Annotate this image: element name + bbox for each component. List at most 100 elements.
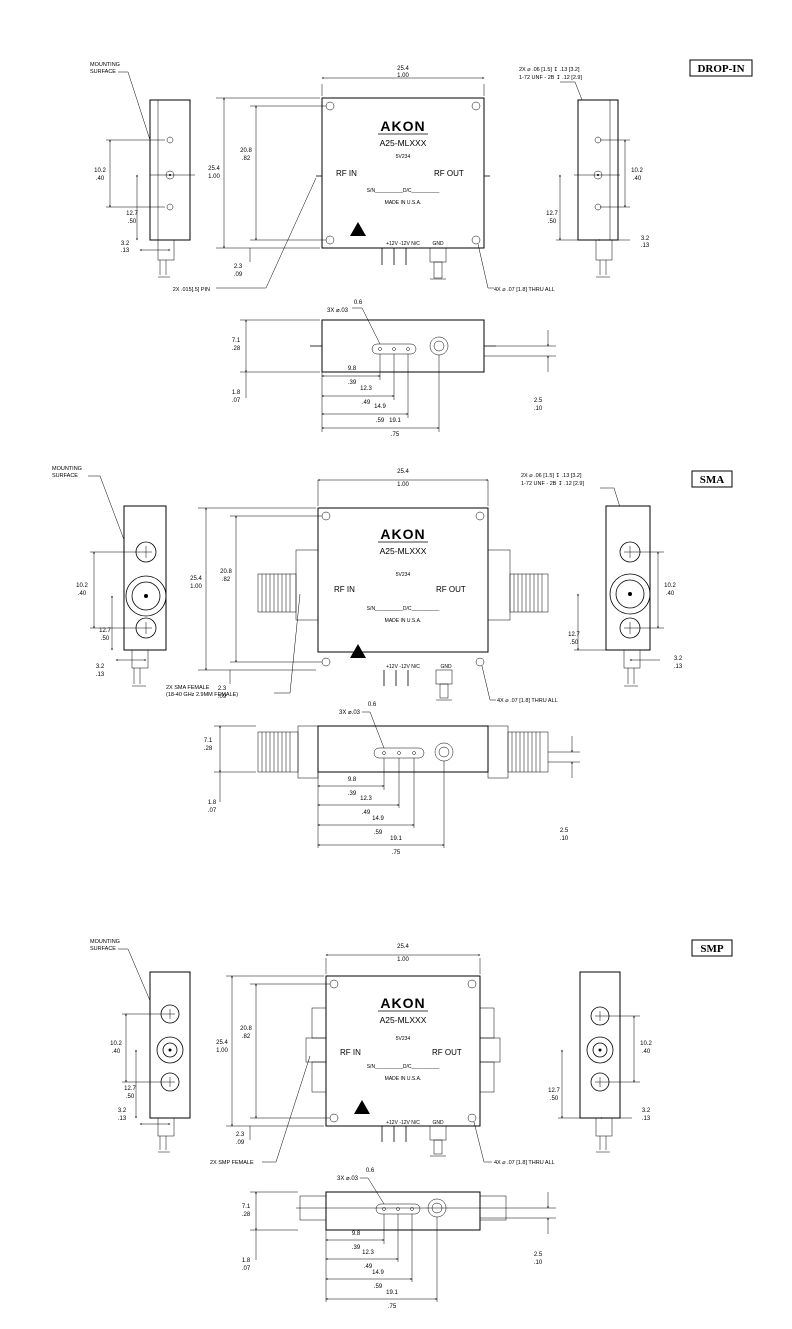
thread-note: 1-72 UNF - 2B ↧ .12 [2.9] (519, 74, 582, 81)
dim-side-span-in: .40 (96, 176, 105, 182)
view-tag: DROP-IN (689, 59, 753, 77)
dim-pin-dia-in: 3X ⌀.03 (337, 1176, 359, 1182)
code-label: 5V234 (396, 572, 411, 578)
pins-label: +12V -12V N/C (386, 241, 420, 247)
dim-pin1-in: .39 (352, 1245, 361, 1251)
dim-pin-dia-in: 3X ⌀.03 (339, 710, 361, 716)
dim-gnd-mm: 19.1 (390, 836, 402, 842)
serial-field: S/N__________D/C__________ (367, 1064, 440, 1070)
dim-side-span-mm: 10.2 (94, 168, 106, 174)
dim-pin2-mm: 12.3 (360, 796, 372, 802)
dim-pin-dia-in: 3X ⌀.03 (327, 308, 349, 314)
dim-pin1-in: .39 (348, 791, 357, 797)
hole-note: 2X ⌀ .06 [1.5] ↧ .13 [3.2] (519, 66, 580, 73)
dim-side-half-mm: 12.7 (548, 1088, 560, 1094)
dim-side-edge-in: .13 (121, 248, 130, 254)
dim-pin1-mm: 9.8 (348, 366, 357, 372)
dim-gnd-mm: 19.1 (386, 1290, 398, 1296)
brand-logo: AKON (380, 526, 425, 542)
dim-bottom-base-mm: 1.8 (242, 1258, 251, 1264)
dim-width-in: 1.00 (397, 957, 409, 963)
dim-side-edge-mm: 3.2 (121, 241, 130, 247)
dim-side-half-in: .50 (570, 640, 579, 646)
mounting-surface-label: SURFACE (90, 946, 116, 952)
dim-bottom-height-in: .28 (204, 746, 213, 752)
dim-gnd-in: .75 (388, 1304, 397, 1310)
dim-pin-offset-in: .09 (234, 272, 243, 278)
dim-pin1-mm: 9.8 (352, 1231, 361, 1237)
dim-gnd-in: .75 (392, 850, 401, 856)
dim-side-half-mm: 12.7 (126, 211, 138, 217)
mounting-surface-label: MOUNTING (90, 939, 120, 945)
dim-side-half-in: .50 (548, 219, 557, 225)
view-tag-label: SMP (700, 943, 724, 955)
dim-rf-height-mm: 2.5 (534, 1252, 543, 1258)
top-view: AKON A25-MLXXX 5V234 RF IN RF OUT S/N___… (166, 469, 558, 704)
dim-hole-span-mm: 20.8 (240, 148, 252, 154)
connector-note: 2X .015[.5] PIN (173, 287, 210, 293)
brand-logo: AKON (380, 995, 425, 1011)
dim-side-edge-in: .13 (674, 664, 683, 670)
dim-hole-span-mm: 20.8 (240, 1026, 252, 1032)
dim-bottom-height-mm: 7.1 (204, 738, 213, 744)
rf-out-label: RF OUT (432, 1048, 462, 1057)
dim-height-mm: 25.4 (208, 166, 220, 172)
dim-pin1-mm: 9.8 (348, 777, 357, 783)
serial-field: S/N__________D/C__________ (367, 606, 440, 612)
model-label: A25-MLXXX (380, 546, 427, 556)
smp-section: SMP MOUNTING SURFACE 10.2 .40 12.7 (90, 939, 733, 1310)
origin-label: MADE IN U.S.A. (385, 200, 422, 206)
dim-pin1-in: .39 (348, 380, 357, 386)
top-view: AKON A25-MLXXX 5V234 RF IN RF OUT S/N___… (210, 944, 555, 1166)
dim-pin2-in: .49 (364, 1264, 373, 1270)
dim-bottom-base-in: .07 (208, 808, 217, 814)
dim-hole-span-in: .82 (242, 1034, 251, 1040)
dim-width-in: 1.00 (397, 482, 409, 488)
esd-warning-icon (354, 1100, 370, 1114)
dim-pin-offset-mm: 2.3 (236, 1132, 245, 1138)
thread-note: 1-72 UNF - 2B ↧ .12 [2.9] (521, 480, 584, 487)
origin-label: MADE IN U.S.A. (385, 1076, 422, 1082)
dim-side-span-in: .40 (633, 176, 642, 182)
dim-bottom-height-mm: 7.1 (232, 338, 241, 344)
dim-side-half-in: .50 (128, 219, 137, 225)
dim-side-span-in: .40 (666, 591, 675, 597)
gnd-label: GND (432, 241, 444, 247)
dim-bottom-height-in: .28 (242, 1212, 251, 1218)
right-side-view: 2X ⌀ .06 [1.5] ↧ .13 [3.2] 1-72 UNF - 2B… (519, 66, 650, 278)
serial-field: S/N__________D/C__________ (367, 188, 440, 194)
dim-pin2-in: .49 (362, 810, 371, 816)
dim-side-half-in: .50 (550, 1096, 559, 1102)
gnd-label: GND (440, 664, 452, 670)
dim-pin3-mm: 14.9 (374, 404, 386, 410)
left-side-view: MOUNTING SURFACE 10.2 .40 12.7 .50 3.2 (90, 939, 191, 1153)
connector-note-2: (18-40 GHz 2.9MM FEMALE) (166, 692, 238, 698)
code-label: 5V234 (396, 1036, 411, 1042)
dim-width-mm: 25.4 (397, 944, 409, 950)
drop-in-section: DROP-IN MOUNTING SURFACE 10.2 .40 1 (90, 59, 753, 438)
dim-rf-height-in: .10 (560, 836, 569, 842)
dim-width-in: 1.00 (397, 73, 409, 79)
thru-hole-note: 4X ⌀ .07 [1.8] THRU ALL (494, 287, 555, 293)
dim-hole-span-in: .82 (242, 156, 251, 162)
brand-logo: AKON (380, 118, 425, 134)
dim-side-span-mm: 10.2 (76, 583, 88, 589)
dim-rf-height-mm: 2.5 (560, 828, 569, 834)
dim-side-half-mm: 12.7 (99, 628, 111, 634)
dim-hole-span-in: .82 (222, 577, 231, 583)
dim-height-in: 1.00 (190, 584, 202, 590)
dim-bottom-height-mm: 7.1 (242, 1204, 251, 1210)
dim-gnd-in: .75 (391, 432, 400, 438)
rf-in-label: RF IN (340, 1048, 361, 1057)
dim-rf-height-in: .10 (534, 1260, 543, 1266)
dim-side-half-in: .50 (126, 1094, 135, 1100)
dim-bottom-height-in: .28 (232, 346, 241, 352)
dim-side-edge-mm: 3.2 (642, 1108, 651, 1114)
bottom-view: 7.1 .28 1.8 .07 0.6 3X ⌀.03 9.8 .39 12.3… (232, 300, 556, 438)
right-side-view: 10.2 .40 12.7 .50 3.2 .13 (548, 971, 652, 1153)
dim-side-half-mm: 12.7 (568, 632, 580, 638)
rf-out-connector-side (487, 725, 549, 779)
dim-pin-dia-mm: 0.6 (354, 300, 363, 306)
thru-hole-note: 4X ⌀ .07 [1.8] THRU ALL (494, 1160, 555, 1166)
